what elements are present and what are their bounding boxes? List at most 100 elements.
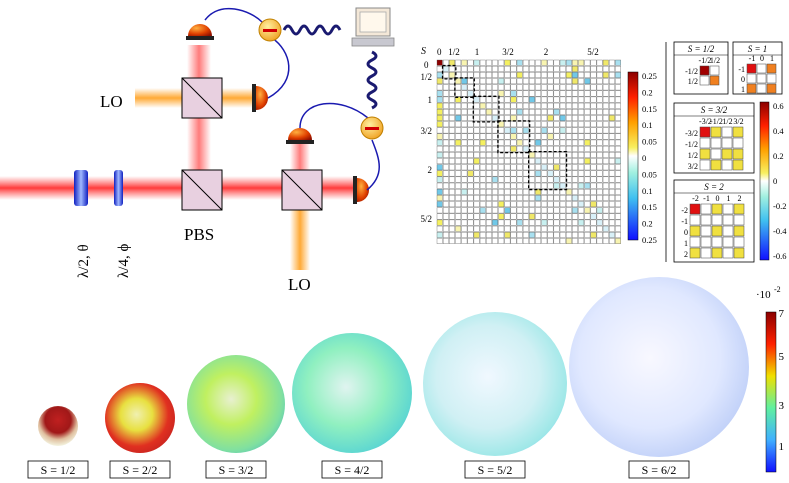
matrix-cell xyxy=(590,139,597,146)
matrix-cell xyxy=(553,59,560,66)
matrix-cell xyxy=(609,164,615,171)
matrix-cell xyxy=(449,170,455,177)
matrix-cell xyxy=(578,238,585,244)
matrix-cell xyxy=(553,78,560,85)
matrix-cell xyxy=(602,182,609,189)
matrix-cell xyxy=(559,213,566,220)
matrix-cell xyxy=(559,201,566,208)
matrix-cell xyxy=(467,109,474,115)
matrix-cell xyxy=(492,102,498,109)
block-col-label: -1 xyxy=(703,194,710,203)
matrix-cell xyxy=(504,232,511,238)
block-row-label: 1/2 xyxy=(688,77,698,86)
matrix-cell xyxy=(547,225,554,232)
matrix-cell xyxy=(559,207,566,214)
matrix-cell xyxy=(516,102,523,109)
matrix-cell xyxy=(565,102,572,109)
matrix-cell xyxy=(541,78,548,85)
matrix-cell xyxy=(541,195,548,201)
block-row-label: 1 xyxy=(741,85,745,94)
matrix-cell xyxy=(467,72,474,78)
matrix-cell xyxy=(584,84,591,91)
matrix-cell xyxy=(541,164,548,171)
matrix-cell xyxy=(461,213,468,220)
matrix-cell xyxy=(461,232,468,238)
matrix-cell xyxy=(615,96,621,103)
matrix-cell xyxy=(473,145,480,152)
matrix-cell xyxy=(479,238,486,244)
matrix-cell xyxy=(553,170,560,177)
matrix-cell xyxy=(609,96,615,103)
matrix-cell xyxy=(522,164,529,171)
matrix-cell xyxy=(486,238,492,244)
matrix-cell xyxy=(492,213,498,220)
matrix-cell xyxy=(615,102,621,109)
matrix-cell xyxy=(547,121,554,128)
matrix-cell xyxy=(578,219,585,226)
matrix-cell xyxy=(516,188,523,195)
matrix-cell xyxy=(578,78,585,85)
matrix-cell xyxy=(486,139,492,146)
matrix-cell xyxy=(486,164,492,171)
matrix-cell xyxy=(565,96,572,103)
matrix-cell xyxy=(498,65,505,72)
matrix-cell xyxy=(461,195,468,201)
block-col-label: 1 xyxy=(727,194,731,203)
matrix-cell xyxy=(504,109,511,115)
matrix-cell xyxy=(455,115,462,121)
matrix-cell xyxy=(572,152,578,158)
matrix-cell xyxy=(602,145,609,152)
matrix-cell xyxy=(602,213,609,220)
matrix-cell xyxy=(609,207,615,214)
matrix-cell xyxy=(498,176,505,183)
matrix-cell xyxy=(590,72,597,78)
matrix-cell xyxy=(522,90,529,97)
block-cell xyxy=(710,137,722,149)
matrix-cell xyxy=(559,133,566,140)
matrix-cell xyxy=(596,84,603,91)
block-cell xyxy=(733,247,745,259)
colorbar-tick-label: 0.2 xyxy=(773,151,784,161)
matrix-cell xyxy=(559,59,566,66)
matrix-cell xyxy=(436,72,443,78)
matrix-cell xyxy=(553,65,560,72)
matrix-cell xyxy=(510,238,517,244)
matrix-cell xyxy=(436,102,443,109)
matrix-cell xyxy=(498,72,505,78)
block-cell xyxy=(699,148,711,160)
matrix-cell xyxy=(455,102,462,109)
matrix-cell xyxy=(498,133,505,140)
matrix-cell xyxy=(510,158,517,165)
matrix-cell xyxy=(529,115,535,121)
matrix-cell xyxy=(535,139,542,146)
matrix-cell xyxy=(553,96,560,103)
colorbar-tick-label: 0.2 xyxy=(642,87,653,97)
matrix-cell xyxy=(449,84,455,91)
matrix-cell xyxy=(565,225,572,232)
colorbar-tick-label: -0.6 xyxy=(773,251,786,261)
sphere-1 xyxy=(38,406,78,446)
matrix-cell xyxy=(553,139,560,146)
matrix-cell xyxy=(504,182,511,189)
matrix-cell xyxy=(572,158,578,165)
matrix-cell xyxy=(578,115,585,121)
block-cell xyxy=(766,73,777,84)
matrix-cell xyxy=(541,109,548,115)
matrix-cell xyxy=(584,213,591,220)
matrix-cell xyxy=(596,72,603,78)
matrix-cell xyxy=(486,225,492,232)
matrix-cell xyxy=(473,115,480,121)
matrix-cell xyxy=(578,188,585,195)
matrix-cell xyxy=(553,72,560,78)
matrix-cell xyxy=(541,207,548,214)
matrix-cell xyxy=(572,201,578,208)
matrix-cell xyxy=(559,115,566,121)
matrix-cell xyxy=(553,127,560,134)
matrix-cell xyxy=(572,225,578,232)
matrix-cell xyxy=(442,207,449,214)
matrix-cell xyxy=(535,90,542,97)
block-col-label: -2 xyxy=(692,194,699,203)
matrix-col-label: 1/2 xyxy=(448,47,460,57)
block-cell xyxy=(721,137,733,149)
